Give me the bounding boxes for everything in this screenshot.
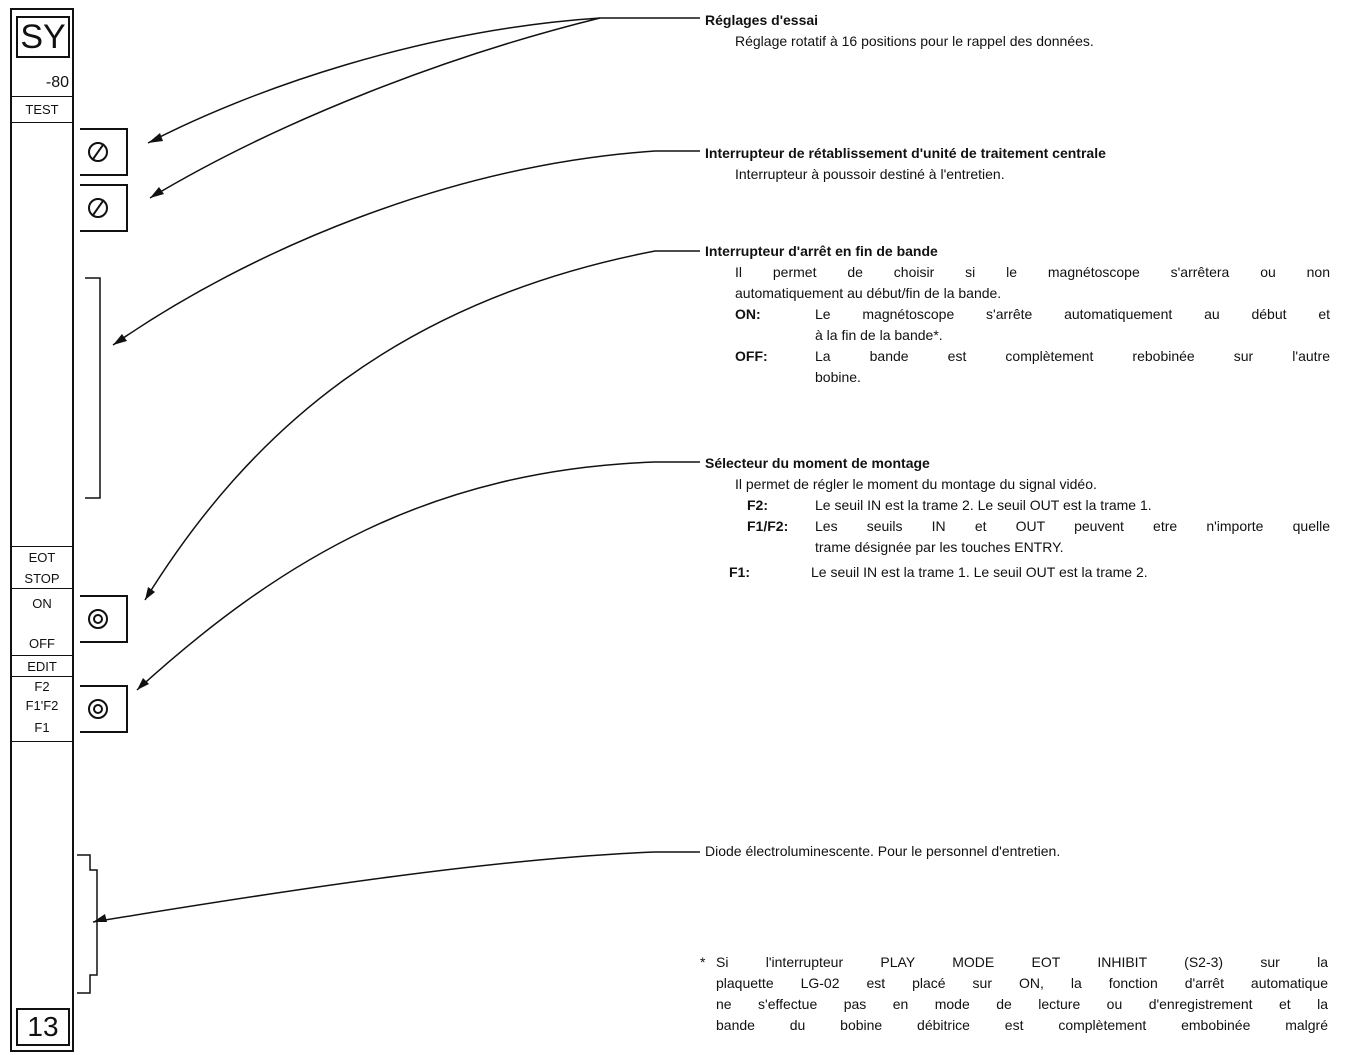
eot-stop-title: Interrupteur d'arrêt en fin de bande	[705, 243, 938, 259]
leader-line	[92, 851, 700, 923]
arrowhead	[113, 334, 127, 345]
slot-number: 13	[27, 1011, 59, 1042]
divider	[12, 741, 72, 742]
toggle-switch-icon	[88, 609, 108, 629]
option-text: Le seuil IN est la trame 2. Le seuil OUT…	[815, 497, 1152, 513]
circuit-board-panel: SY -80 TEST EOT STOP ON OFF EDIT F2 F1'F…	[10, 8, 74, 1052]
option-key: F1/F2:	[747, 518, 789, 534]
leader-line	[136, 461, 700, 691]
divider	[12, 588, 72, 589]
option-text: Le magnétoscope s'arrête automatiquement…	[815, 306, 1330, 322]
f1-label: F1	[34, 720, 50, 735]
f2-label: F2	[34, 679, 50, 694]
option-text-continued: à la fin de la bande*.	[815, 327, 943, 343]
test-settings-desc: Réglage rotatif à 16 positions pour le r…	[735, 33, 1094, 49]
f1f2-label: F1'F2	[25, 698, 59, 713]
model-suffix-label: -80	[45, 74, 69, 91]
leader-line	[149, 17, 601, 199]
led-description: Diode électroluminescente. Pour le perso…	[705, 843, 1061, 859]
cpu-reset-title: Interrupteur de rétablissement d'unité d…	[705, 145, 1106, 161]
test-settings-block: Réglages d'essai Réglage rotatif à 16 po…	[705, 10, 1325, 52]
footnote-block: * Si l'interrupteur PLAY MODE EOT INHIBI…	[700, 952, 1328, 1036]
eot-label: EOT	[28, 550, 56, 565]
test-rotary-switch-upper[interactable]	[80, 128, 128, 176]
arrowhead	[150, 187, 164, 198]
option-text: La bande est complètement rebobinée sur …	[815, 348, 1330, 364]
led-bracket	[77, 854, 98, 994]
option-key: OFF:	[735, 348, 768, 364]
option-text-continued: trame désignée par les touches ENTRY.	[815, 539, 1064, 555]
edit-f2-option: F2: Le seuil IN est la trame 2. Le seuil…	[747, 495, 1330, 516]
option-key: F2:	[747, 497, 768, 513]
option-key: ON:	[735, 306, 761, 322]
model-label-box: SY	[16, 16, 70, 58]
divider	[12, 546, 72, 547]
divider	[12, 676, 72, 677]
leader-line	[147, 17, 700, 144]
eot-stop-block: Interrupteur d'arrêt en fin de bande Il …	[705, 241, 1330, 388]
cpu-reset-button[interactable]	[80, 184, 128, 232]
eot-stop-desc-line: Il permet de choisir si le magnétoscope …	[735, 264, 1330, 280]
cpu-reset-desc: Interrupteur à poussoir destiné à l'entr…	[735, 166, 1005, 182]
eot-off-option: OFF: La bande est complètement rebobinée…	[735, 346, 1330, 367]
option-text: Les seuils IN et OUT peuvent etre n'impo…	[815, 518, 1330, 534]
edit-f1f2-option: F1/F2: Les seuils IN et OUT peuvent etre…	[747, 516, 1330, 537]
arrowhead	[137, 678, 149, 690]
option-text: Le seuil IN est la trame 1. Le seuil OUT…	[811, 564, 1148, 580]
slot-number-box: 13	[16, 1008, 70, 1046]
on-label: ON	[32, 596, 52, 611]
edit-timing-block: Sélecteur du moment de montage Il permet…	[705, 453, 1330, 583]
arrowhead	[93, 914, 107, 922]
push-button-icon	[88, 198, 108, 218]
option-text-continued: bobine.	[815, 369, 861, 385]
footnote-marker: *	[700, 954, 706, 970]
off-label: OFF	[29, 636, 55, 651]
divider	[12, 122, 72, 123]
leader-line	[144, 250, 700, 601]
edit-timing-title: Sélecteur du moment de montage	[705, 455, 930, 471]
footnote-line: ne s'effectue pas en mode de lecture ou …	[716, 996, 1328, 1012]
divider	[12, 655, 72, 656]
eot-stop-desc-line: automatiquement au début/fin de la bande…	[735, 285, 1002, 301]
divider	[12, 96, 72, 97]
arrowhead	[148, 133, 163, 143]
test-settings-title: Réglages d'essai	[705, 12, 819, 28]
arrowhead	[145, 587, 155, 600]
footnote-line: Si l'interrupteur PLAY MODE EOT INHIBIT …	[716, 954, 1328, 970]
stop-label: STOP	[24, 571, 60, 586]
test-label: TEST	[25, 102, 59, 117]
leader-line	[112, 150, 700, 346]
footnote-line: bande du bobine débitrice est complèteme…	[716, 1017, 1328, 1033]
footnote-line: plaquette LG-02 est placé sur ON, la fon…	[716, 975, 1328, 991]
component-bracket	[85, 277, 101, 499]
rotary-switch-icon	[88, 142, 108, 162]
edit-timing-desc: Il permet de régler le moment du montage…	[735, 476, 1097, 492]
eot-on-option: ON: Le magnétoscope s'arrête automatique…	[735, 304, 1330, 325]
option-key: F1:	[729, 564, 750, 580]
edit-timing-selector[interactable]	[80, 685, 128, 733]
edit-f1-option: F1: Le seuil IN est la trame 1. Le seuil…	[729, 562, 1330, 583]
edit-label: EDIT	[27, 659, 57, 674]
model-label: SY	[20, 18, 66, 56]
eot-stop-switch[interactable]	[80, 595, 128, 643]
cpu-reset-block: Interrupteur de rétablissement d'unité d…	[705, 143, 1330, 185]
selector-switch-icon	[88, 699, 108, 719]
